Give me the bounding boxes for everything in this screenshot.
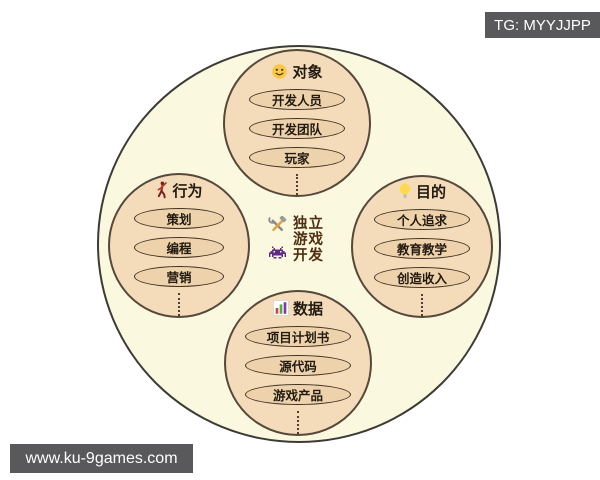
oval-item: 玩家 [249, 147, 345, 168]
runner-icon [155, 181, 168, 199]
center-title-line: 开发 [293, 248, 324, 264]
ellipsis-dots [297, 411, 299, 434]
hammer-wrench-icon [268, 215, 287, 240]
cluster-purpose-header: 目的 [398, 181, 446, 201]
oval-item: 开发人员 [249, 89, 345, 110]
oval-item: 个人追求 [374, 209, 470, 230]
cluster-objects-label: 对象 [292, 64, 323, 81]
smiley-icon [271, 63, 288, 80]
alien-icon [269, 246, 286, 264]
chart-icon [273, 300, 289, 316]
site-watermark-badge: www.ku-9games.com [10, 444, 193, 473]
oval-item: 创造收入 [374, 267, 470, 288]
ellipsis-dots [178, 293, 180, 316]
cluster-data: 数据 项目计划书 源代码 游戏产品 [224, 290, 372, 436]
center-title: 独立 游戏 开发 [293, 216, 324, 264]
ellipsis-dots [296, 174, 298, 195]
cluster-data-label: 数据 [292, 301, 323, 318]
center-title-line: 游戏 [293, 232, 324, 248]
oval-item: 游戏产品 [245, 384, 351, 405]
oval-item: 源代码 [245, 355, 351, 376]
oval-item: 项目计划书 [245, 326, 351, 347]
oval-item: 教育教学 [374, 238, 470, 259]
cluster-behavior: 行为 策划 编程 营销 [108, 173, 250, 318]
center-title-line: 独立 [293, 216, 324, 232]
cluster-behavior-label: 行为 [172, 183, 203, 200]
cluster-objects-header: 对象 [271, 61, 323, 81]
bulb-icon [398, 183, 412, 200]
oval-item: 编程 [134, 237, 224, 258]
cluster-objects: 对象 开发人员 开发团队 玩家 [223, 49, 371, 197]
tg-watermark-badge: TG: MYYJJPP [485, 12, 600, 38]
oval-item: 营销 [134, 266, 224, 287]
oval-item: 策划 [134, 208, 224, 229]
center-label: 独立 游戏 开发 [268, 215, 324, 264]
cluster-purpose: 目的 个人追求 教育教学 创造收入 [351, 175, 493, 318]
cluster-behavior-header: 行为 [155, 180, 203, 200]
cluster-data-header: 数据 [273, 298, 323, 318]
oval-item: 开发团队 [249, 118, 345, 139]
ellipsis-dots [421, 294, 423, 316]
center-icons [268, 215, 287, 264]
cluster-purpose-label: 目的 [415, 184, 446, 201]
